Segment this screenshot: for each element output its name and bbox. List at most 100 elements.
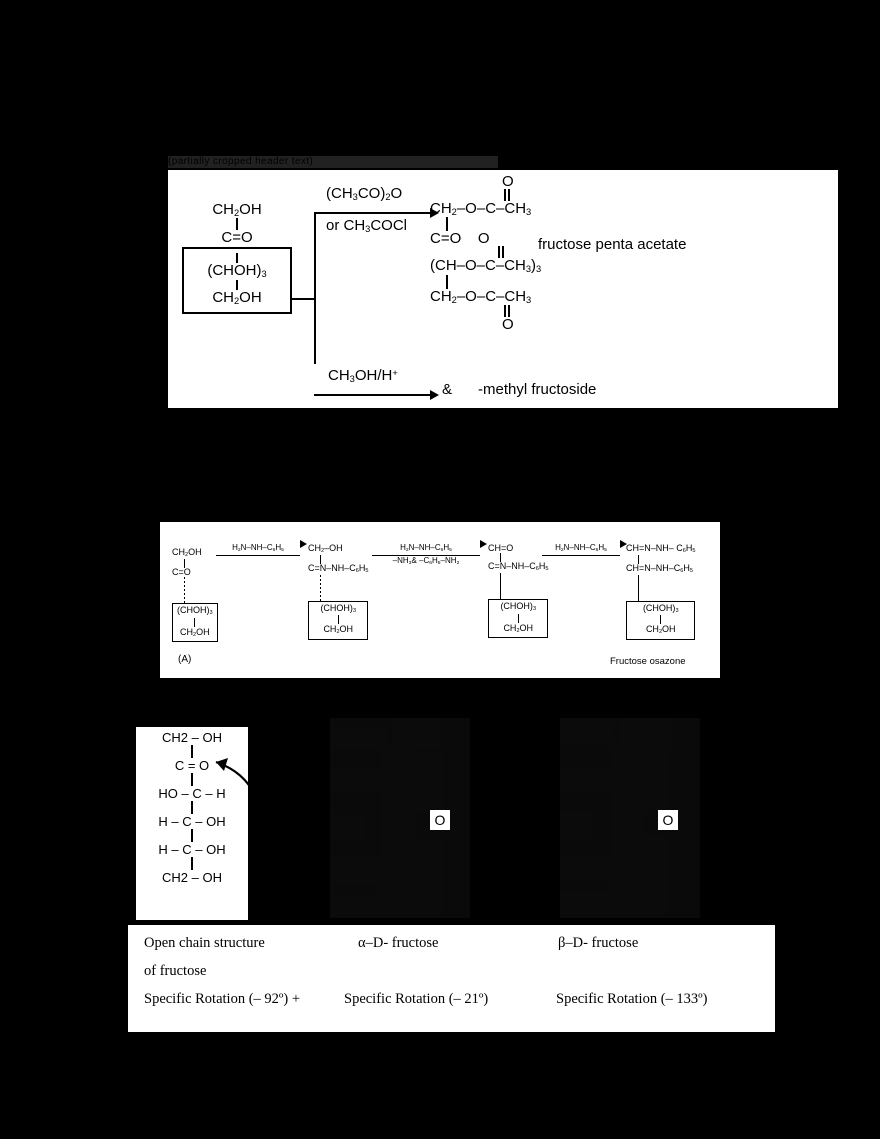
reagent2-arrowhead (480, 540, 487, 548)
unit2-boxed-group: (CHOH)3 CH2OH (308, 600, 369, 641)
unit3-bond-3 (517, 613, 519, 623)
reagent1-top: H2N–NH–C6H5 (232, 543, 284, 554)
product-double-bond-top (504, 189, 506, 201)
unit2-line1: CH2–OH (308, 543, 343, 555)
osazone-unit-1: CH2OH C=O (CHOH)3 CH2OH (172, 547, 218, 643)
unit3-ch2oh: CH2OH (503, 622, 534, 634)
penta-acetate-product-structure: O CH2–O–C–CH3 C=O O (CH–O–C–CH3)3 CH2–O–… (430, 174, 620, 332)
unit3-choh3: (CHOH)3 (500, 600, 537, 613)
substrate-ch2oh-bottom: CH2OH (212, 288, 262, 306)
reagent2-bottom: –NH3& –C6H5–NH2 (392, 556, 460, 567)
reagent-acetic-anhydride: (CH3CO)2O (326, 185, 403, 203)
open-l4: H – C – OH (158, 814, 226, 829)
osazone-formation-panel: CH2OH C=O (CHOH)3 CH2OH H2N–NH–C6H5 CH2–… (160, 522, 720, 678)
caption-beta-d-fructose: β–D- fructose (558, 935, 639, 951)
osazone-reagent-3: H2N–NH–C6H5 (542, 540, 627, 557)
acetylation-reaction-panel: (partially cropped header text) CH2OH C=… (168, 156, 838, 408)
caption-open-chain-line1: Open chain structure (144, 935, 265, 951)
unit3-line1: CH=O (488, 543, 514, 553)
osazone-unit-2: CH2–OH C=N–NH–C6H5 (CHOH)3 CH2OH (308, 543, 369, 641)
unit2-ch2oh: CH2OH (323, 624, 354, 636)
open-bond-1 (191, 745, 193, 758)
open-l2: C = O (174, 758, 210, 773)
bond-2 (236, 253, 238, 264)
unit4-choh3: (CHOH)3 (642, 602, 679, 614)
unit3-bond-1 (500, 553, 502, 562)
unit1-choh3: (CHOH)3 (177, 604, 213, 617)
unit4-bond-3 (660, 615, 662, 625)
alpha-d-fructose-ring-structure: O (330, 718, 470, 918)
methyl-fructoside-text: -methyl fructoside (478, 381, 597, 398)
unit1-boxed-group: (CHOH)3 CH2OH (172, 602, 218, 643)
unit1-ch2oh: CH2OH (180, 626, 210, 638)
open-bond-3 (191, 801, 193, 814)
arrow-methylation-head (430, 390, 439, 400)
reagent-acetyl-chloride: or CH3COCl (326, 217, 408, 235)
caption-open-chain-line2: of fructose (144, 963, 207, 979)
unit4-boxed-group: (CHOH)3 CH2OH (626, 600, 696, 641)
product-double-bond-mid (498, 246, 500, 259)
unit2-bond-1 (320, 554, 322, 564)
arrow-acetylation-head (430, 208, 439, 218)
unit2-bond-2 (337, 615, 339, 625)
methyl-fructoside-label: & -methyl fructoside (442, 382, 596, 397)
unit4-bond-2 (638, 574, 640, 601)
open-bond-2 (191, 773, 193, 786)
osazone-unit-4: CH=N–NH– C6H5 CH=N–NH–C6H5 (CHOH)3 CH2OH (626, 543, 696, 641)
unit3-boxed-group: (CHOH)3 CH2OH (488, 598, 549, 639)
beta-d-fructose-ring-structure: O (560, 718, 700, 918)
reagent2-rule (372, 540, 487, 557)
ring-oxygen-alpha: O (430, 810, 450, 830)
open-l1: CH2 – OH (162, 730, 222, 745)
cyclization-curved-arrow (215, 758, 264, 875)
product-line-co: C=O O (430, 230, 490, 248)
substrate-choh3: (CHOH)3 (207, 262, 267, 280)
ring-oxygen-beta: O (658, 810, 678, 830)
osazone-unit-3: CH=O C=N–NH–C6H5 (CHOH)3 CH2OH (488, 543, 549, 639)
bond-1 (236, 218, 238, 231)
unit4-line1: CH=N–NH– C6H5 (626, 543, 696, 555)
unit1-bond-1 (184, 558, 186, 568)
branch-stub (290, 298, 316, 300)
unit2-line2: C=N–NH–C6H5 (308, 562, 369, 575)
open-bond-4 (191, 829, 193, 842)
cropped-header-text: (partially cropped header text) (168, 156, 498, 168)
unit2-choh3: (CHOH)3 (320, 602, 357, 614)
product-bond-b (446, 274, 448, 289)
arrow-methylation-line (314, 394, 432, 396)
product-line-ch2-oac: CH2–O–C–CH3 (430, 200, 532, 218)
open-bond-5 (191, 857, 193, 870)
open-chain-fructose-structure: CH2 – OH C = O HO – C – H H – C – OH H –… (136, 727, 248, 920)
arrow-acetylation-line (314, 212, 432, 214)
unit3-line2: C=N–NH–C6H5 (488, 561, 549, 573)
unit1-line1: CH2OH (172, 547, 202, 559)
osazone-reagent-1: H2N–NH–C6H5 (216, 540, 307, 557)
reagent2-top: H2N–NH–C6H5 (400, 543, 452, 554)
substrate-carbonyl: C=O (221, 229, 253, 247)
product-o-bottom: O (502, 315, 514, 333)
unit1-dashed-bond (184, 576, 186, 603)
product-o-top: O (502, 173, 514, 190)
unit1-bond-2 (194, 617, 196, 627)
unit4-line2: CH=N–NH–C6H5 (626, 562, 693, 575)
unit4-ch2oh: CH2OH (645, 624, 676, 636)
reagent1-arrowhead (300, 540, 307, 548)
structures-caption-panel: Open chain structure of fructose α–D- fr… (128, 925, 775, 1032)
reagent3-arrowhead (620, 540, 627, 548)
product-line-ch2-oac-bottom: CH2–O–C–CH3 (430, 287, 532, 305)
penta-acetate-name-label: fructose penta acetate (538, 236, 687, 253)
osazone-reagent-2: H2N–NH–C6H5 –NH3& –C6H5–NH2 (372, 540, 487, 567)
fructose-osazone-label: Fructose osazone (610, 656, 686, 667)
product-bond-a (446, 217, 448, 232)
reagent3-rule (542, 540, 627, 557)
caption-alpha-d-fructose: α–D- fructose (358, 935, 439, 951)
reagent3-top: H2N–NH–C6H5 (555, 543, 607, 554)
fructose-substrate-structure: CH2OH C=O (CHOH)3 CH2OH (182, 202, 292, 314)
substrate-boxed-group: (CHOH)3 CH2OH (182, 247, 292, 314)
ampersand-symbol: & (442, 381, 453, 398)
branch-trunk (314, 212, 316, 364)
unit2-dashed-bond (320, 574, 322, 601)
label-a: (A) (178, 654, 192, 665)
bond-3 (236, 279, 238, 290)
specific-rotation-beta: Specific Rotation (– 133º) (556, 991, 708, 1007)
